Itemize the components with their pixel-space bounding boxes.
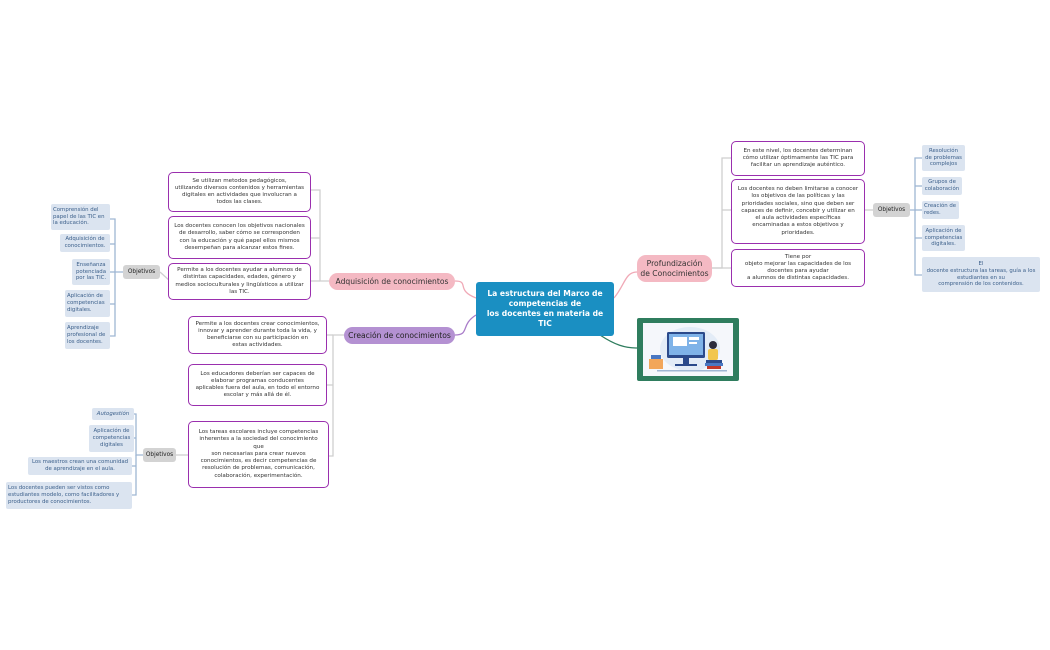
creacion-objetivo-1[interactable]: Autogestión (92, 408, 134, 420)
adquisicion-box-1[interactable]: Se utilizan metodos pedagógicos, utiliza… (168, 172, 311, 212)
profundizacion-objetivo-3[interactable]: Creación de redes. (922, 201, 959, 219)
profundizacion-objetivo-5[interactable]: El docente estructura las tareas, guía a… (922, 257, 1040, 292)
adquisicion-objetivo-1[interactable]: Comprensión del papel de las TIC en la e… (51, 204, 110, 230)
adquisicion-objetivos[interactable]: Objetivos (123, 265, 160, 279)
creacion-box-2[interactable]: Los educadores deberían ser capaces de e… (188, 364, 327, 406)
adquisicion-objetivo-4[interactable]: Aplicación de competencias digitales. (65, 290, 110, 317)
student-computer-illustration (649, 327, 727, 372)
central-topic[interactable]: La estructura del Marco de competencias … (476, 282, 614, 336)
adquisicion-box-3[interactable]: Permite a los docentes ayudar a alumnos … (168, 263, 311, 300)
illustration-image[interactable] (637, 318, 739, 381)
creacion-box-1[interactable]: Permite a los docentes crear conocimient… (188, 316, 327, 354)
creacion-objetivo-2[interactable]: Aplicación de competencias digitales (89, 425, 134, 452)
adquisicion-objetivo-2[interactable]: Adquisición de conocimientos. (60, 234, 110, 252)
profundizacion-objetivo-1[interactable]: Resolución de problemas complejos (922, 145, 965, 171)
profundizacion-objetivos[interactable]: Objetivos (873, 203, 910, 217)
adquisicion-objetivo-5[interactable]: Aprendizaje profesional de los docentes. (65, 322, 110, 349)
adquisicion-objetivo-3[interactable]: Enseñanza potenciada por las TIC. (72, 259, 110, 285)
branch-profundizacion[interactable]: Profundización de Conocimientos (637, 255, 712, 282)
creacion-objetivo-3[interactable]: Los maestros crean una comunidad de apre… (28, 457, 132, 475)
illustration-canvas (643, 323, 733, 376)
branch-adquisicion[interactable]: Adquisición de conocimientos (329, 273, 455, 290)
adquisicion-box-2[interactable]: Los docentes conocen los objetivos nacio… (168, 216, 311, 259)
profundizacion-objetivo-2[interactable]: Grupos de colaboración (922, 177, 962, 195)
branch-creacion[interactable]: Creación de conocimientos (344, 327, 455, 344)
creacion-box-3[interactable]: Los tareas escolares incluye competencia… (188, 421, 329, 488)
profundizacion-box-2[interactable]: Los docentes no deben limitarse a conoce… (731, 179, 865, 244)
creacion-objetivo-4[interactable]: Los docentes pueden ser vistos como estu… (6, 482, 132, 509)
creacion-objetivos[interactable]: Objetivos (143, 448, 176, 462)
profundizacion-objetivo-4[interactable]: Aplicación de competencias digitales. (922, 225, 965, 251)
profundizacion-box-3[interactable]: Tiene por objeto mejorar las capacidades… (731, 249, 865, 287)
profundizacion-box-1[interactable]: En este nivel, los docentes determinan c… (731, 141, 865, 176)
